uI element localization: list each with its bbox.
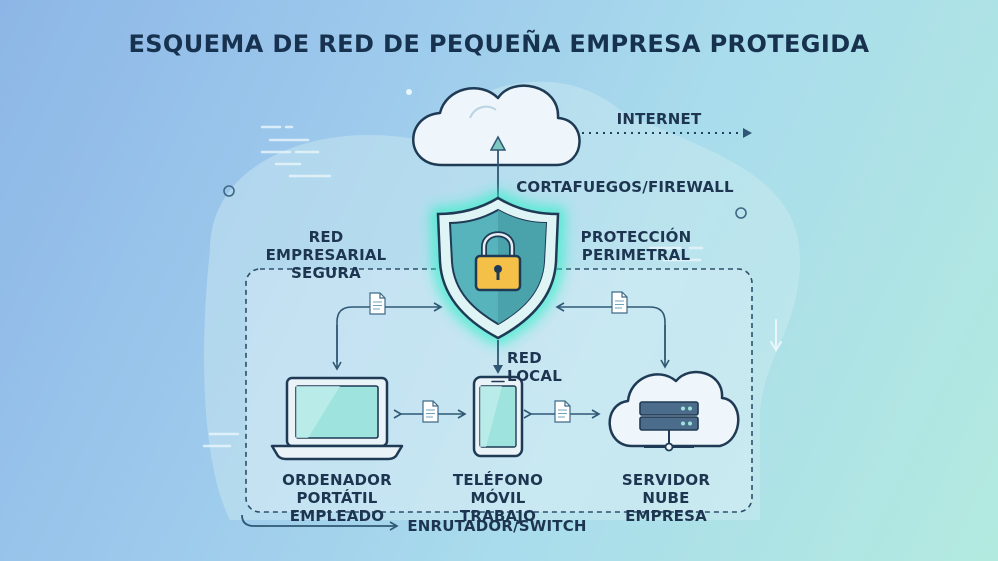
server-shield-link [555, 302, 666, 360]
document-icon [611, 291, 628, 314]
router-link [241, 514, 399, 531]
laptop-label: ORDENADOR PORTÁTIL EMPLEADO [282, 471, 392, 525]
smartphone-icon [472, 375, 524, 458]
firewall-label: CORTAFUEGOS/FIREWALL [516, 178, 734, 196]
internet-cloud-icon [412, 84, 581, 167]
decorative-dots [223, 185, 747, 219]
laptop-icon [270, 376, 404, 461]
document-icon [554, 400, 571, 423]
cloud-server-label: SERVIDOR NUBE EMPRESA [621, 471, 711, 525]
decorative-dashes [202, 125, 704, 448]
perimeter-protection-label: PROTECCIÓN PERIMETRAL [580, 228, 692, 264]
page-title: ESQUEMA DE RED DE PEQUEÑA EMPRESA PROTEG… [128, 30, 870, 58]
secure-network-label: RED EMPRESARIAL SEGURA [265, 228, 387, 282]
document-icon [422, 400, 439, 423]
router-label: ENRUTADOR/SWITCH [407, 517, 587, 535]
phone-label: TELÉFONO MÓVIL TRABAJO [452, 471, 544, 525]
internet-label: INTERNET [616, 110, 702, 128]
document-icon [369, 292, 386, 315]
laptop-shield-link [336, 302, 443, 362]
local-network-label: RED LOCAL [507, 349, 562, 385]
server-cloud-icon [608, 370, 740, 452]
padlock-icon [474, 231, 522, 292]
decorative-dot-small [406, 89, 412, 95]
firewall-to-cloud-arrowhead [489, 135, 507, 151]
decorative-vertical-arrow [770, 319, 782, 352]
